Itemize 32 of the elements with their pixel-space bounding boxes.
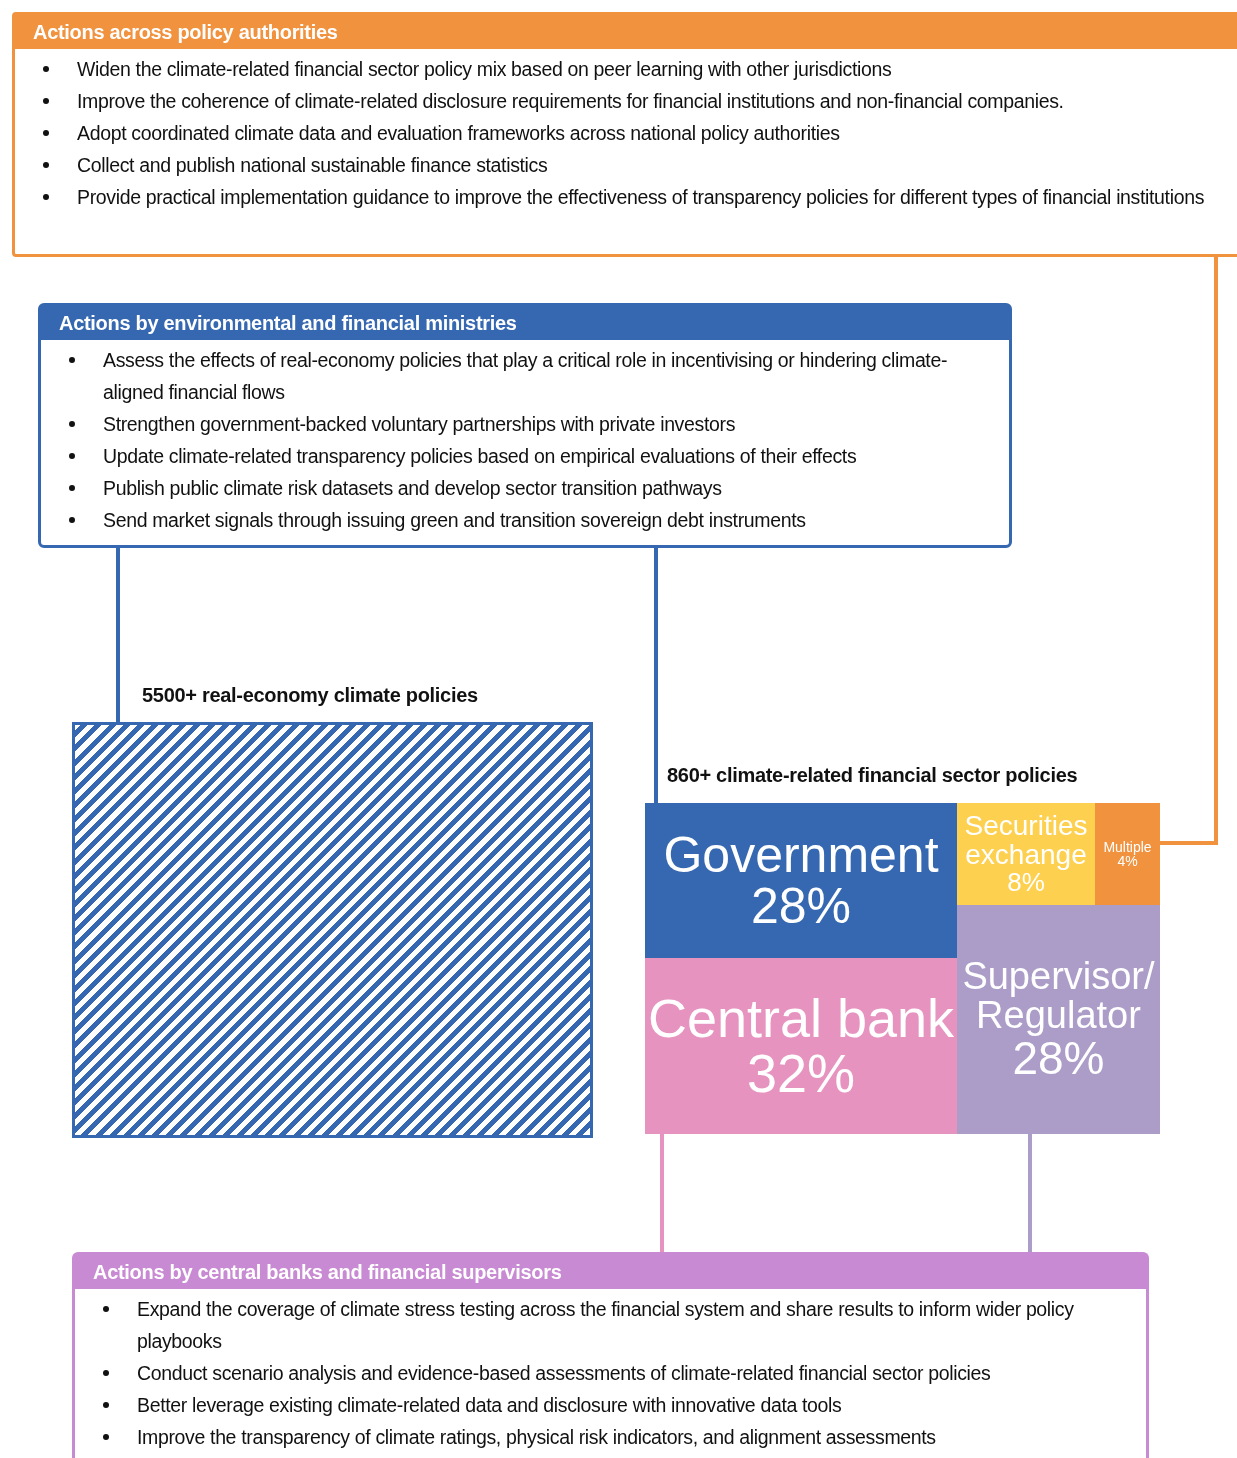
bullet-item: Improve the coherence of climate-related disclosure requirements for financial institutions and non-financial companies. xyxy=(76,89,1065,114)
bullet-item: Improve the transparency of climate ratings, physical risk indicators, and alignment assessments xyxy=(136,1425,937,1450)
bullet-item: Expand the coverage of climate stress testing across the financial system and share results to inform wider policy playbooks xyxy=(136,1297,1075,1354)
connector-line xyxy=(116,548,120,722)
panel xyxy=(72,1252,1149,1458)
treemap-cell: Multiple 4% xyxy=(1095,803,1160,905)
chart-heading: 860+ climate-related financial sector policies xyxy=(667,764,1078,787)
treemap-cell: Government 28% xyxy=(645,803,957,958)
treemap-cell: Supervisor/ Regulator 28% xyxy=(957,905,1160,1134)
bullet-item: Strengthen government-backed voluntary partnerships with private investors xyxy=(102,412,737,437)
bullet-item: Widen the climate-related financial sector policy mix based on peer learning with other jurisdictions xyxy=(76,57,893,82)
bullet-item: Provide practical implementation guidance to improve the effectiveness of transparency policies for different types of financial institutions xyxy=(76,185,1206,210)
bullet-item: Send market signals through issuing green and transition sovereign debt instruments xyxy=(102,508,807,533)
panel-header: Actions by central banks and financial supervisors xyxy=(75,1255,1146,1289)
bullet-item: Better leverage existing climate-related data and disclosure with innovative data tools xyxy=(136,1393,843,1418)
bullet-item: Conduct scenario analysis and evidence-based assessments of climate-related financial sector policies xyxy=(136,1361,992,1386)
treemap-cell: Central bank 32% xyxy=(645,958,957,1134)
panel-header: Actions by environmental and financial ministries xyxy=(41,306,1009,340)
bullet-item: Assess the effects of real-economy policies that play a critical role in incentivising or hindering climate-aligned financial flows xyxy=(102,348,949,405)
connector-line xyxy=(1160,257,1218,845)
treemap-cell: Securities exchange 8% xyxy=(957,803,1095,905)
panel xyxy=(38,303,1012,548)
connector-line xyxy=(1028,1134,1032,1252)
chart-heading: 5500+ real-economy climate policies xyxy=(142,684,478,707)
connector-line xyxy=(654,548,658,803)
bullet-item: Update climate-related transparency policies based on empirical evaluations of their effects xyxy=(102,444,858,469)
bullet-item: Collect and publish national sustainable finance statistics xyxy=(76,153,549,178)
panel xyxy=(12,12,1237,257)
bullet-item: Publish public climate risk datasets and develop sector transition pathways xyxy=(102,476,723,501)
connector-line xyxy=(660,1134,664,1252)
bullet-item: Adopt coordinated climate data and evaluation frameworks across national policy authorities xyxy=(76,121,841,146)
panel-header: Actions across policy authorities xyxy=(15,15,1237,49)
